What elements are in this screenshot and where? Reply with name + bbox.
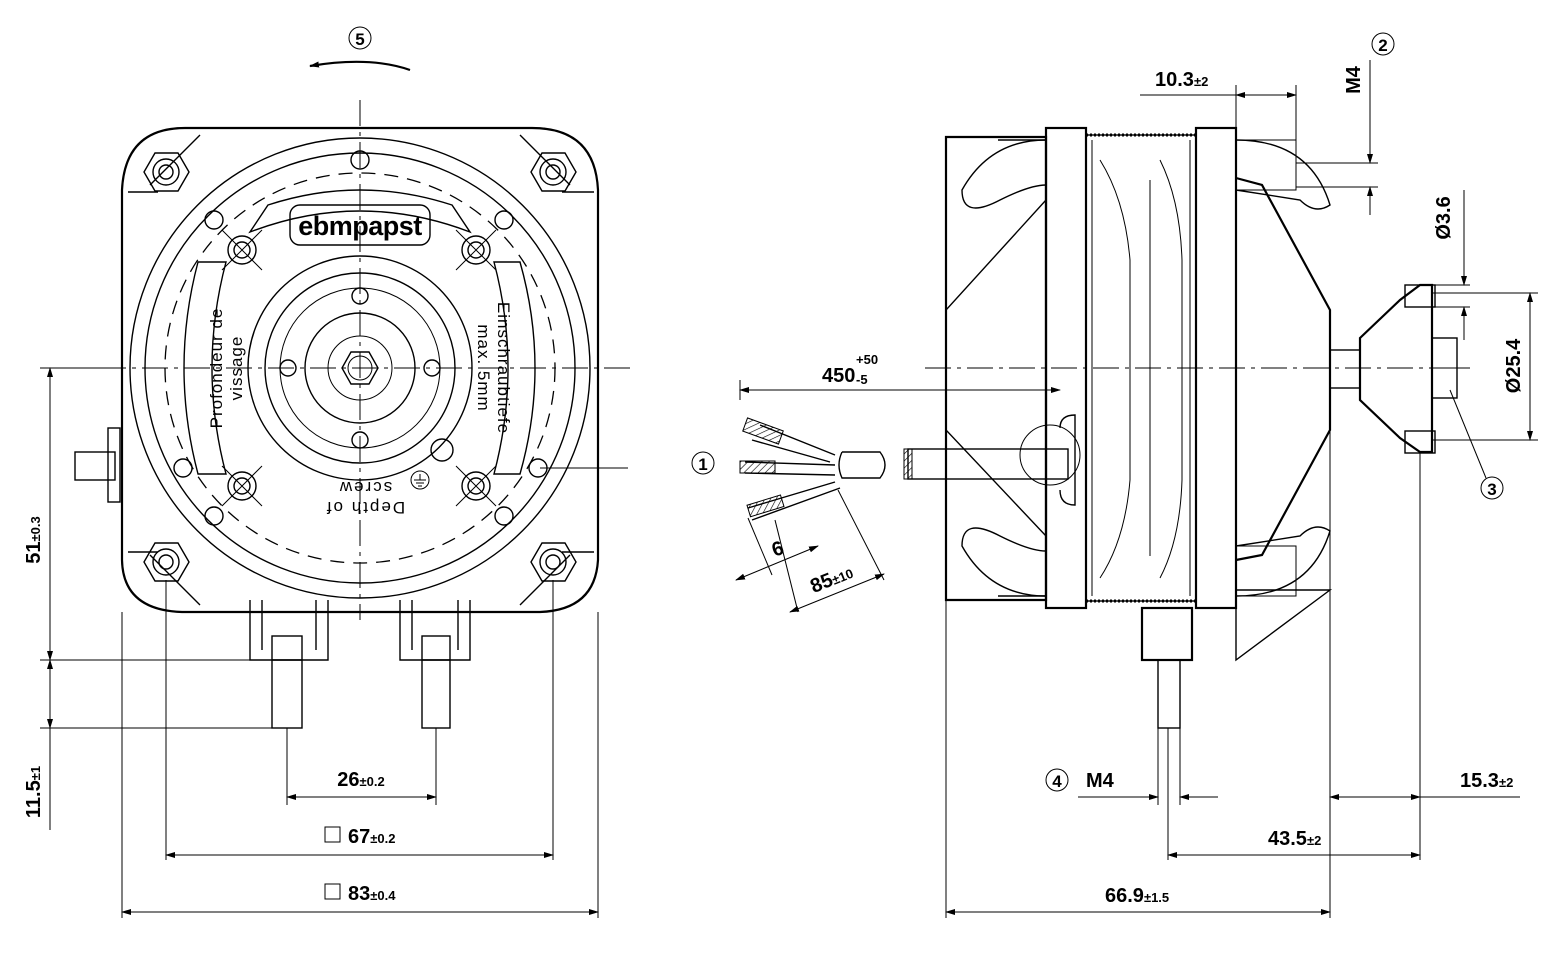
- dim-height-tol: ±0.3: [28, 516, 43, 541]
- dim-hub-value: Ø25.4: [1503, 338, 1525, 393]
- dim-hole-square-tol: ±0.2: [370, 831, 395, 846]
- rotation-direction-arrow: 5: [309, 26, 411, 72]
- flange-opening-bottom: [961, 527, 1047, 597]
- dim-top-offset: 10.3±2: [1155, 69, 1208, 91]
- stud-block: [1140, 606, 1194, 662]
- label-m4-bottom: M4: [1086, 770, 1115, 792]
- brand-logo: ebmpapst: [289, 204, 431, 246]
- square-symbol-icon: [324, 826, 341, 843]
- dim-cable-tol-plus: +50: [856, 352, 878, 367]
- dim-wire-group: 85±10: [774, 489, 885, 613]
- flange-lines: [998, 139, 1046, 597]
- conductors: [739, 417, 841, 521]
- flange-opening-top: [961, 139, 1047, 209]
- dim-outer-square-value: 83: [348, 883, 370, 905]
- side-view: 1 2 3 4: [691, 32, 1538, 918]
- callout-circle: [348, 26, 372, 50]
- callout-2: 2: [1371, 32, 1395, 56]
- side-dimensions: 450 +50 -5 6 85±10: [735, 60, 1538, 918]
- engraving-de-line2: max. 5mm: [474, 324, 493, 411]
- label-m4-top: M4: [1343, 65, 1365, 94]
- rear-bracket-top: [1235, 139, 1331, 210]
- rear-bracket-bottom: [1235, 526, 1331, 597]
- callout-2-label: 2: [1378, 36, 1387, 55]
- bottom-stud: [1157, 659, 1181, 729]
- dim-shaft-value: 15.3: [1460, 770, 1499, 792]
- callout-3: 3: [1449, 389, 1504, 500]
- dim-hole-square-value: 67: [348, 826, 370, 848]
- cable: [739, 414, 1081, 521]
- front-view: 5: [23, 26, 630, 918]
- callout-4: 4: [1045, 768, 1069, 792]
- dim-hole-square: 67±0.2: [348, 826, 395, 848]
- rear-bracket-foot: [1235, 589, 1333, 662]
- dim-pin-spacing: 26±0.2: [337, 769, 384, 791]
- dim-height-value: 51: [23, 541, 45, 563]
- dim-cable: 450: [822, 365, 855, 387]
- earth-symbol: [410, 470, 430, 490]
- corner-bolts: [143, 152, 577, 582]
- engraving-en-line2: screw: [338, 478, 392, 497]
- dim-depth: 66.9±1.5: [1105, 885, 1169, 907]
- dim-top-offset-tol: ±2: [1194, 74, 1208, 89]
- dim-cable-tol-minus: -5: [856, 372, 868, 387]
- left-cable-stub: [74, 427, 121, 503]
- callout-1-label: 1: [698, 455, 707, 474]
- rear-bracket: [1235, 176, 1332, 562]
- top-lug: [1235, 139, 1297, 191]
- dim-terminal-value: 11.5: [23, 780, 45, 818]
- dim-hole-value: Ø3.6: [1433, 196, 1455, 239]
- dim-cable-value: 450: [822, 365, 855, 387]
- dim-wire-tol: ±10: [830, 566, 856, 588]
- engraving-fr-line2: vissage: [227, 336, 246, 401]
- dim-shaft-tol: ±2: [1499, 775, 1513, 790]
- callout-1: 1: [691, 451, 715, 475]
- dim-terminal-tol: ±1: [28, 766, 43, 780]
- dim-terminal: 11.5±1: [23, 766, 45, 818]
- dim-top-offset-value: 10.3: [1155, 69, 1194, 91]
- engraving-fr: Profondeur de vissage: [207, 308, 246, 429]
- fixing-holes: [204, 210, 514, 526]
- dim-stud-pos-tol: ±2: [1307, 833, 1321, 848]
- shaft-hub: [1329, 283, 1470, 454]
- callout-5-label: 5: [355, 30, 364, 49]
- callout-4-label: 4: [1052, 772, 1062, 791]
- dim-height: 51±0.3: [23, 516, 45, 563]
- dim-depth-value: 66.9: [1105, 885, 1144, 907]
- flange-profile: [945, 199, 1047, 537]
- flange-corner-chamfers: [149, 134, 571, 606]
- callout-3-label: 3: [1487, 480, 1496, 499]
- dim-stud-pos-value: 43.5: [1268, 828, 1307, 850]
- logo-plate-rim: [248, 189, 472, 234]
- bottom-lug: [1235, 545, 1297, 597]
- label-recesses: [183, 261, 536, 475]
- engraving-en: Depth of screw: [325, 478, 405, 517]
- front-dimensions: 51±0.3 11.5±1 26±0.2 67±0.2 83±0.4: [23, 367, 599, 918]
- dim-outer-square: 83±0.4: [348, 883, 396, 905]
- engraving-fr-line1: Profondeur de: [207, 308, 226, 429]
- engraving-de: Einschraubtiefe max. 5mm: [474, 302, 513, 434]
- dim-shaft: 15.3±2: [1460, 770, 1513, 792]
- square-symbol-icon: [324, 883, 341, 900]
- brand-logo-text: ebmpapst: [298, 211, 422, 241]
- dim-depth-tol: ±1.5: [1144, 890, 1169, 905]
- dim-pin-spacing-tol: ±0.2: [360, 774, 385, 789]
- flange-edges: [128, 191, 594, 553]
- engraving-en-line1: Depth of: [325, 498, 405, 517]
- dim-stud-pos: 43.5±2: [1268, 828, 1321, 850]
- front-centerlines: [100, 100, 630, 620]
- dim-pin-spacing-value: 26: [337, 769, 359, 791]
- engraving-de-line1: Einschraubtiefe: [494, 302, 513, 434]
- dim-outer-square-tol: ±0.4: [370, 888, 396, 903]
- svg-text:85±10: 85±10: [807, 561, 856, 598]
- flange-outline: [120, 126, 600, 614]
